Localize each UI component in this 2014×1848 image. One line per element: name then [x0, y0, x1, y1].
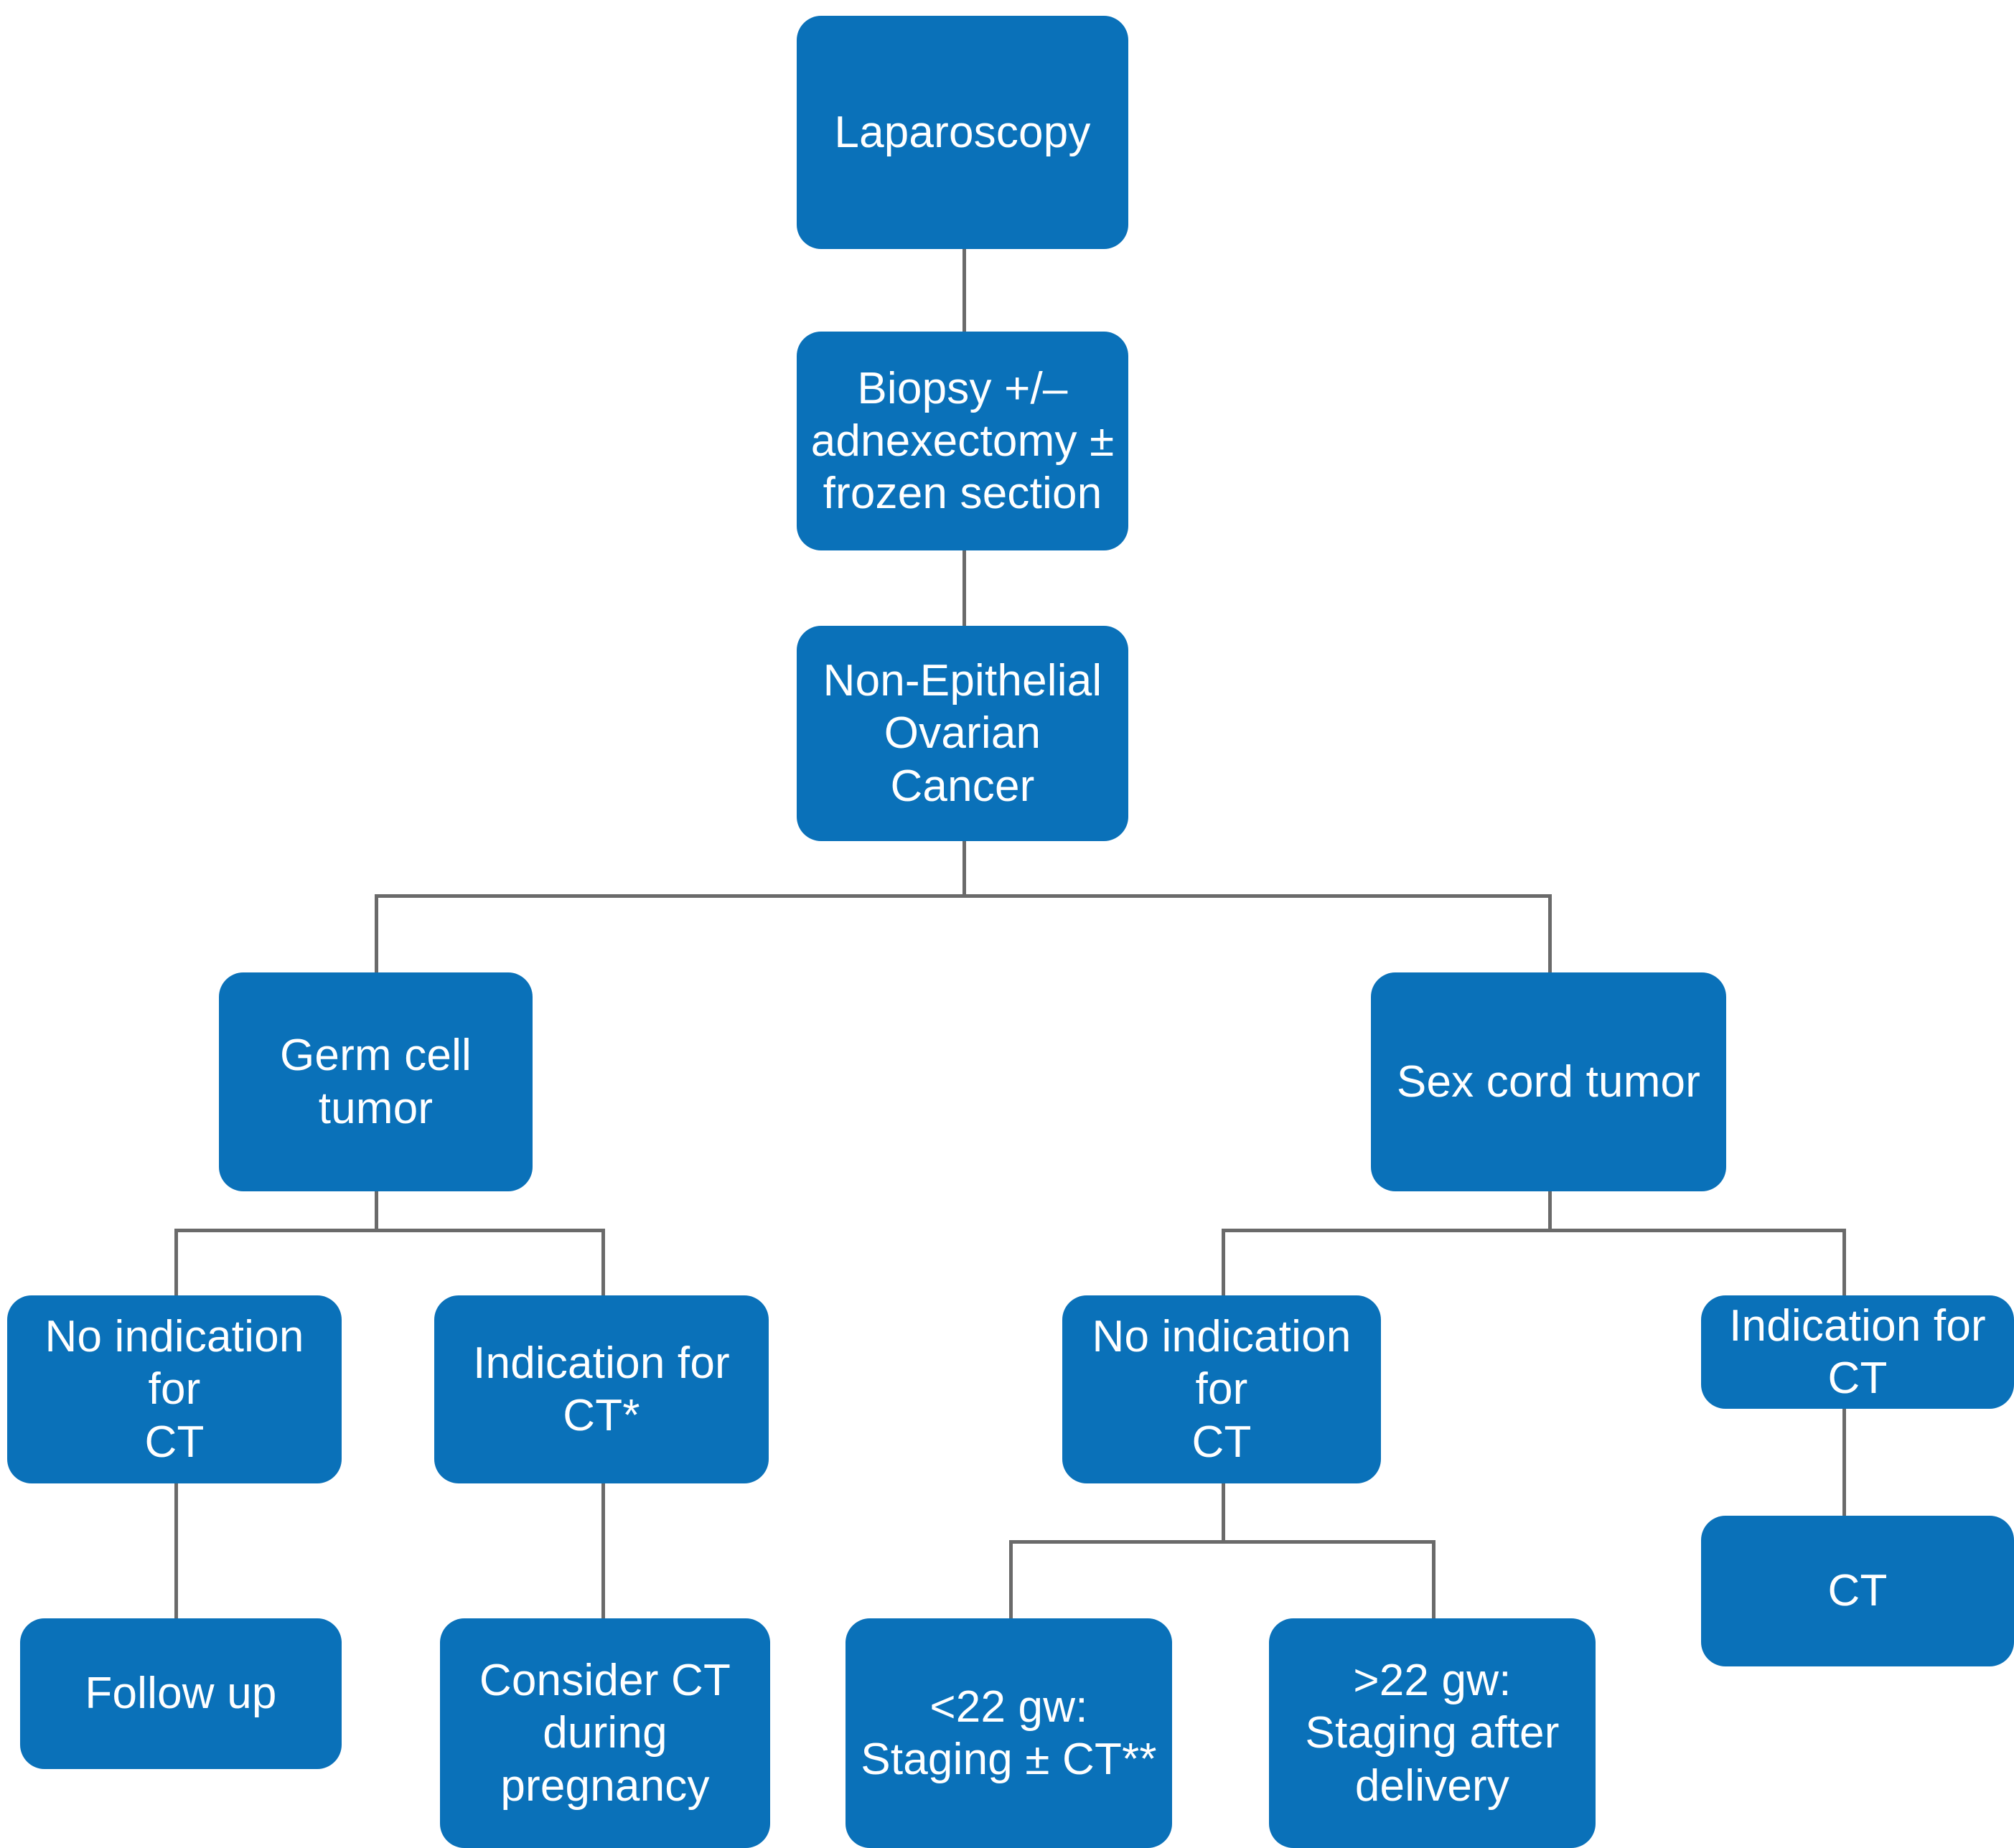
- node-sex-indication-for-ct[interactable]: Indication for CT: [1701, 1295, 2014, 1409]
- edge-germ-indication-to-consider-ct: [601, 1483, 605, 1619]
- node-sex-no-indication-for-ct[interactable]: No indication for CT: [1062, 1295, 1381, 1483]
- edge-germ-cell-bus: [174, 1229, 605, 1232]
- node-sex-cord-tumor[interactable]: Sex cord tumor: [1371, 972, 1726, 1191]
- edge-sex-no-indication-to-gt22gw: [1432, 1540, 1435, 1619]
- edge-diagnosis-stem: [962, 840, 966, 897]
- edge-sex-no-indication-to-lt22gw: [1009, 1540, 1013, 1619]
- node-greater-than-22gw-staging[interactable]: >22 gw: Staging after delivery: [1269, 1618, 1596, 1848]
- edge-sex-cord-stem: [1548, 1188, 1552, 1230]
- node-laparoscopy[interactable]: Laparoscopy: [797, 16, 1128, 249]
- node-ct[interactable]: CT: [1701, 1516, 2014, 1666]
- edge-sex-no-indication-bus: [1009, 1540, 1435, 1544]
- node-follow-up[interactable]: Follow up: [20, 1618, 342, 1769]
- edge-germ-no-indication-to-follow-up: [174, 1483, 178, 1619]
- edge-biopsy-to-diagnosis: [962, 548, 966, 627]
- edge-sex-cord-bus: [1222, 1229, 1846, 1232]
- edge-diagnosis-to-sex-cord: [1548, 894, 1552, 975]
- node-non-epithelial-ovarian-cancer[interactable]: Non-Epithelial Ovarian Cancer: [797, 626, 1128, 841]
- edge-germ-cell-to-indication: [601, 1229, 605, 1298]
- node-consider-ct-during-pregnancy[interactable]: Consider CT during pregnancy: [440, 1618, 770, 1848]
- node-biopsy-adnexectomy-frozen-section[interactable]: Biopsy +/– adnexectomy ± frozen section: [797, 332, 1128, 550]
- edge-germ-cell-to-no-indication: [174, 1229, 178, 1298]
- edge-sex-cord-to-no-indication: [1222, 1229, 1225, 1298]
- edge-germ-cell-stem: [375, 1188, 378, 1230]
- node-less-than-22gw-staging[interactable]: <22 gw: Staging ± CT**: [846, 1618, 1172, 1848]
- edge-sex-no-indication-stem: [1222, 1483, 1225, 1542]
- edge-sex-indication-to-ct: [1842, 1408, 1846, 1519]
- node-germ-no-indication-for-ct[interactable]: No indication for CT: [7, 1295, 342, 1483]
- node-germ-indication-for-ct[interactable]: Indication for CT*: [434, 1295, 769, 1483]
- node-germ-cell-tumor[interactable]: Germ cell tumor: [219, 972, 533, 1191]
- edge-sex-cord-to-indication: [1842, 1229, 1846, 1298]
- edge-laparoscopy-to-biopsy: [962, 247, 966, 333]
- edge-diagnosis-to-germ-cell: [375, 894, 378, 975]
- edge-diagnosis-bus: [375, 894, 1552, 898]
